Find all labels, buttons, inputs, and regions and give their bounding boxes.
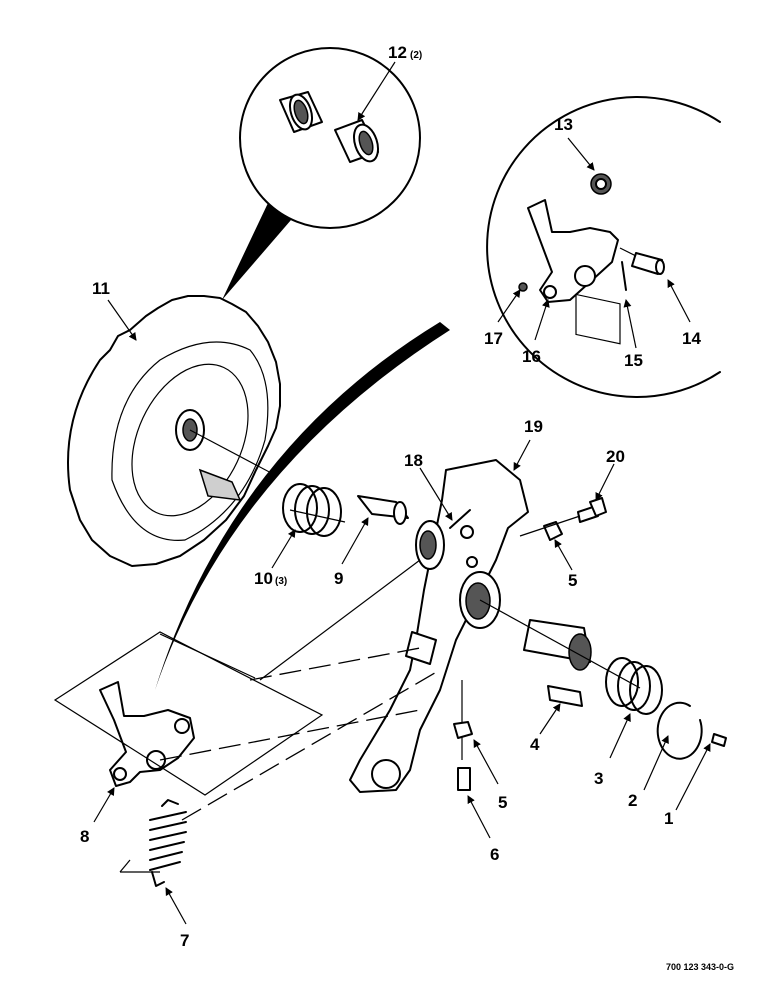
callout-qty: (3) (275, 576, 287, 587)
lower-bolt-and-nut (453, 680, 473, 791)
callout-label: 4 (530, 735, 540, 754)
drawing-number: 700 123 343-0-G (666, 962, 734, 972)
callout-label: 14 (682, 329, 701, 348)
spring-stack (605, 657, 663, 715)
sprocket (67, 295, 281, 567)
assembly-lines (53, 559, 441, 873)
bushing (334, 119, 379, 163)
callout-labels: 1 2 3 4 5 5 6 7 8 9 10 (3) 11 12 (2) 13 … (80, 43, 701, 950)
callout-label: 17 (484, 329, 503, 348)
detail-circle-lever (155, 96, 721, 690)
lever-pin (631, 252, 665, 275)
detail-pointer (222, 203, 291, 300)
callout-label: 11 (92, 279, 110, 298)
snap-ring (656, 701, 703, 760)
callout-label: 10 (254, 569, 273, 588)
grease-fitting (711, 733, 727, 747)
sleeve (479, 599, 641, 689)
callout-qty: (2) (410, 50, 422, 61)
callout-label: 1 (664, 809, 673, 828)
callout-label: 3 (594, 769, 603, 788)
callout-label: 5 (568, 571, 577, 590)
callout-label: 5 (498, 793, 507, 812)
leader-lines (93, 61, 711, 925)
callout-label: 16 (522, 347, 541, 366)
callout-label: 19 (524, 417, 543, 436)
bolt-and-nut (519, 497, 607, 541)
roll-pin (621, 261, 627, 291)
trip-lever (527, 173, 621, 345)
trip-lever-lower (99, 681, 195, 787)
callout-label: 7 (180, 931, 189, 950)
spring-washer-stack (282, 483, 346, 537)
callout-label: 18 (404, 451, 423, 470)
callout-label: 9 (334, 569, 343, 588)
callout-label: 6 (490, 845, 499, 864)
callout-label: 15 (624, 351, 643, 370)
detail-circle-bushings (222, 47, 421, 300)
grease-fitting (518, 282, 528, 292)
callout-label: 8 (80, 827, 89, 846)
shaft (357, 495, 409, 525)
callout-label: 2 (628, 791, 637, 810)
callout-label: 12 (388, 43, 407, 62)
bolt (449, 509, 471, 529)
key (547, 685, 583, 707)
bushing (279, 91, 323, 133)
callout-label: 13 (554, 115, 573, 134)
callout-label: 20 (606, 447, 625, 466)
extension-spring (149, 799, 187, 887)
